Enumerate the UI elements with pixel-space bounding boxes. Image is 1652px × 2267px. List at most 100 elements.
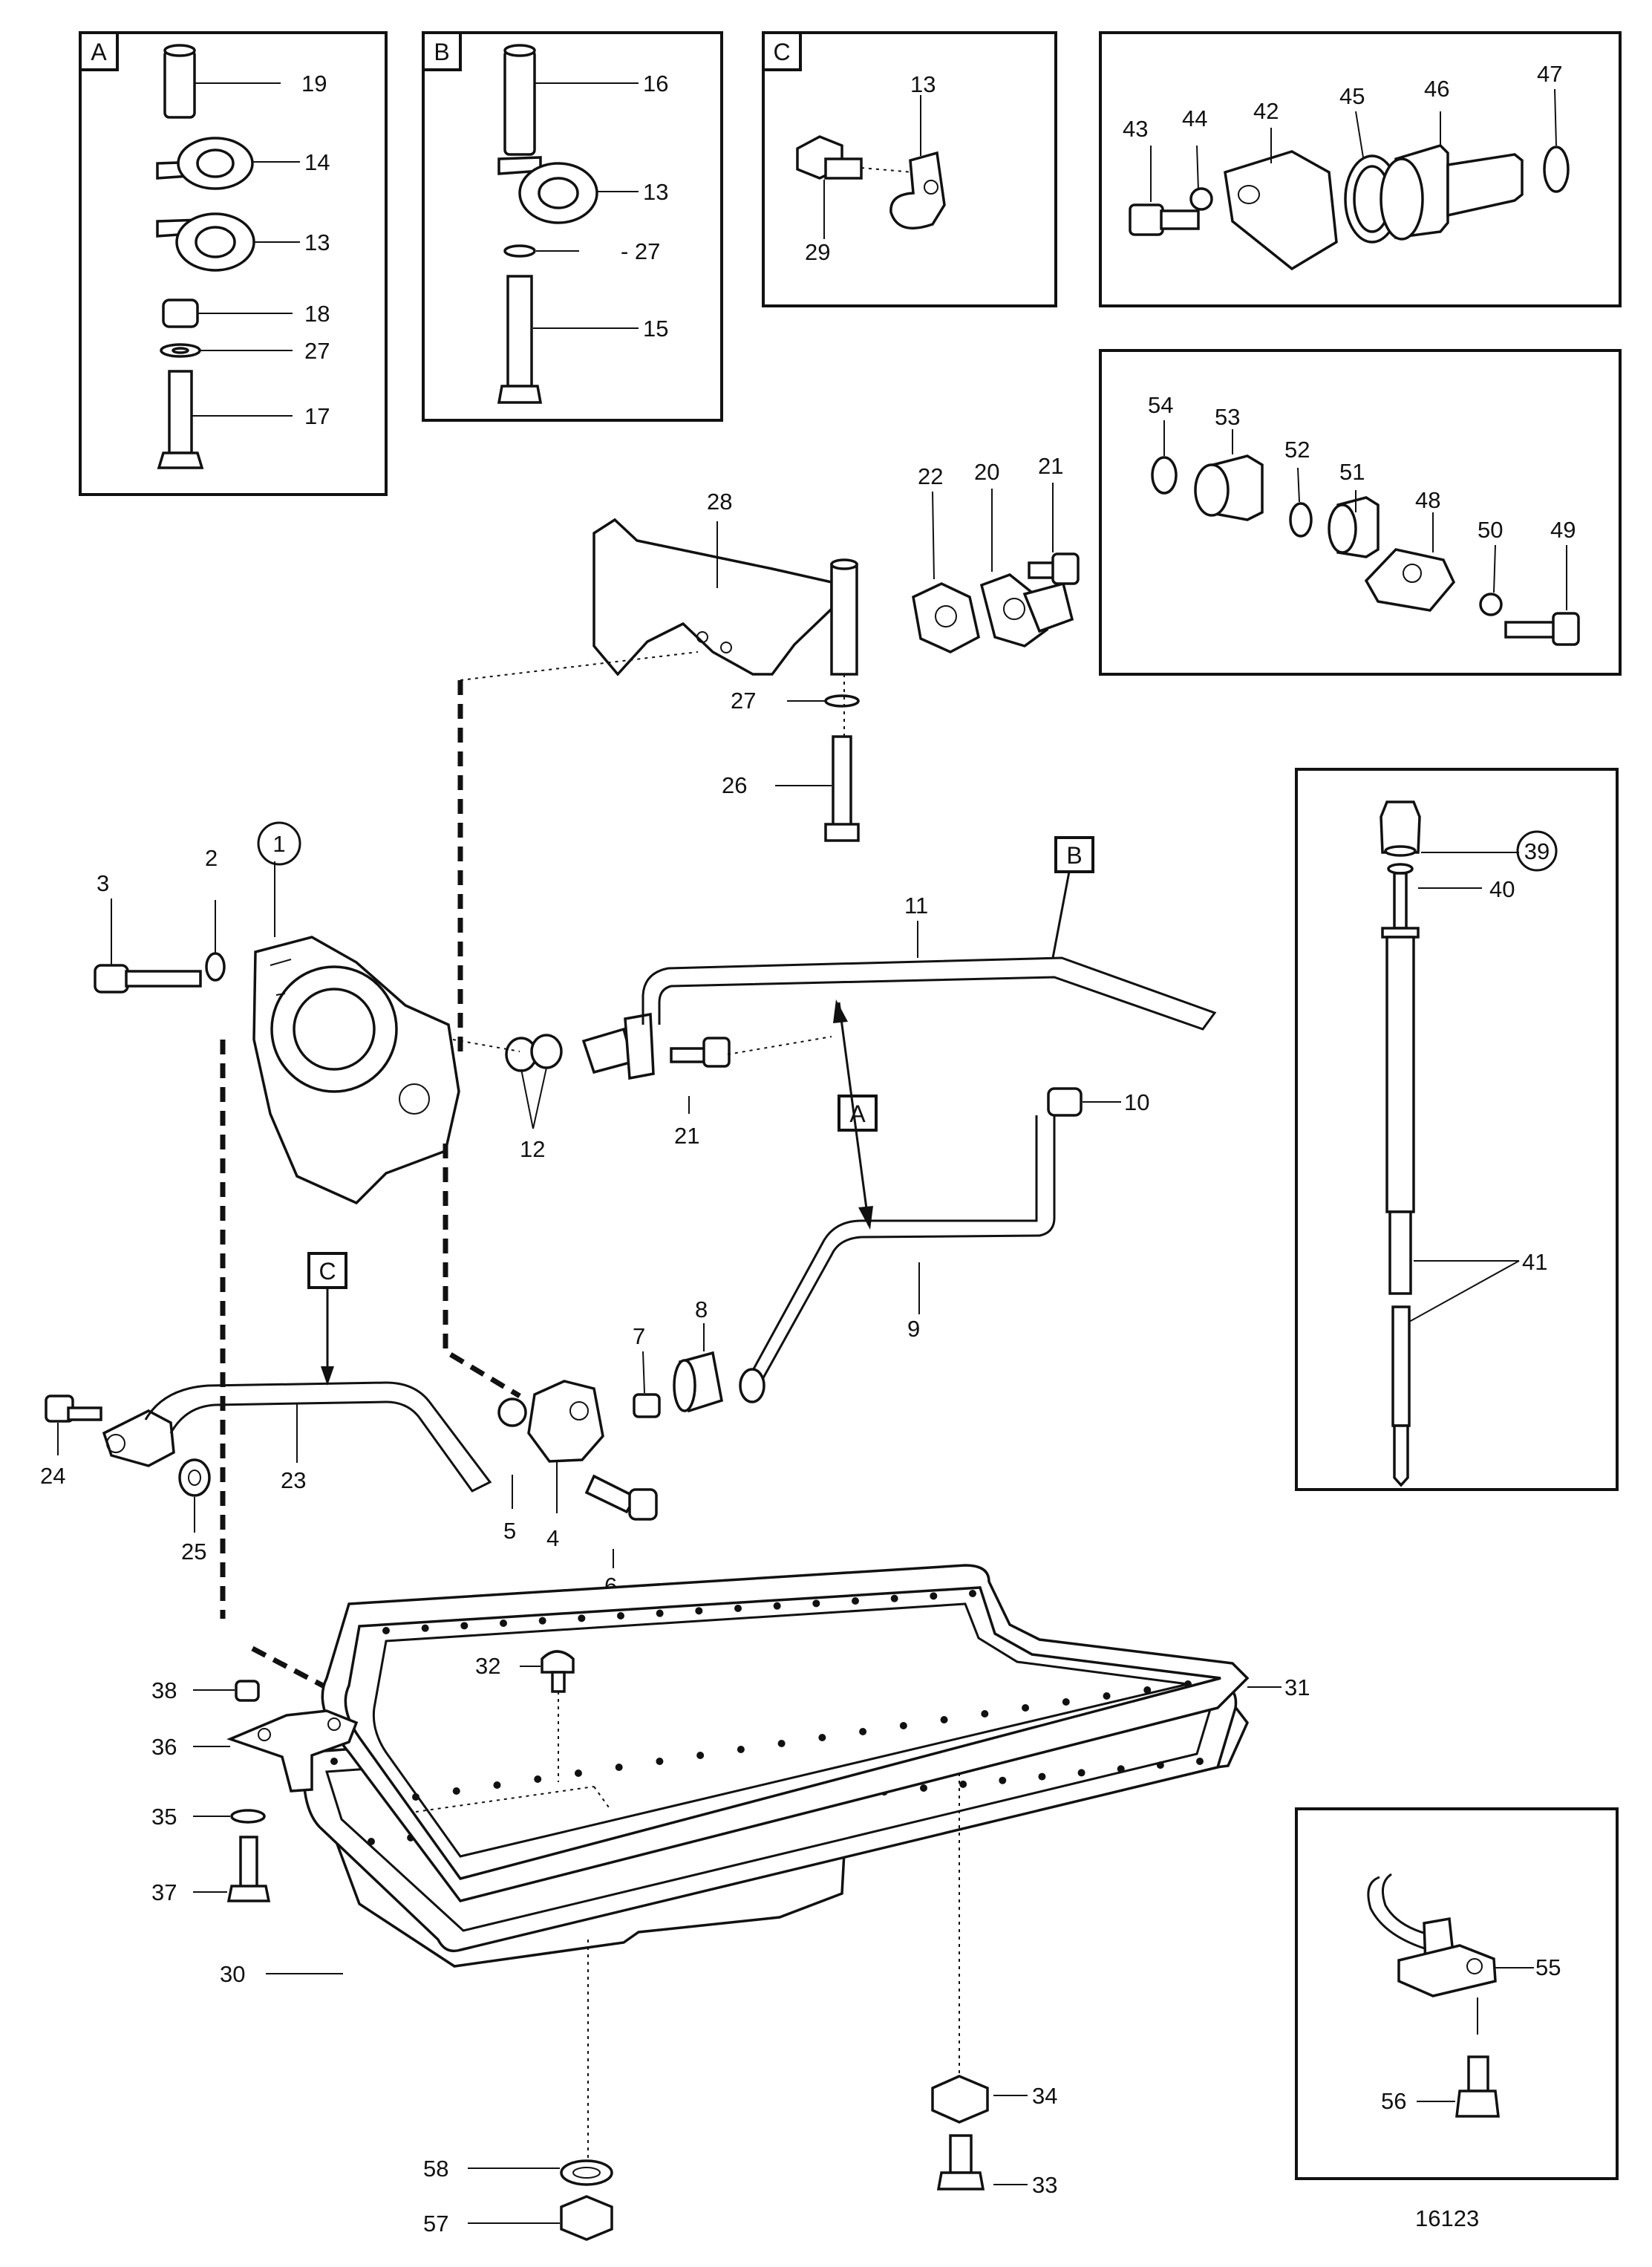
label-12: 12 xyxy=(520,1136,545,1162)
bolt-hole xyxy=(615,1764,623,1771)
label-32: 32 xyxy=(475,1653,500,1679)
label-21-b: 21 xyxy=(674,1123,699,1149)
bolt-hole xyxy=(452,1787,460,1795)
bolt-hole xyxy=(930,1592,938,1600)
bolt-hole xyxy=(460,1622,468,1630)
bolt-hole xyxy=(999,1776,1007,1784)
bolt-hole xyxy=(330,1758,338,1765)
bolt-hole xyxy=(382,1627,390,1634)
bracket-assembly: 28 27 26 xyxy=(592,166,860,842)
label-3: 3 xyxy=(97,870,109,896)
dipstick-parts xyxy=(1380,800,1520,1487)
inset-c-parts xyxy=(796,95,946,239)
bolt-hole xyxy=(734,1605,742,1612)
label-45: 45 xyxy=(1339,83,1365,109)
oil-pump: 1 3 2 xyxy=(94,821,460,1205)
drawing-number: 16123 xyxy=(1415,2205,1479,2231)
bolt-hole xyxy=(421,1624,429,1632)
inset-c-tag: C xyxy=(773,39,790,65)
inset-a-tag: A xyxy=(91,39,107,65)
label-31: 31 xyxy=(1284,1674,1310,1700)
label-51: 51 xyxy=(1339,459,1365,485)
label-54: 54 xyxy=(1148,392,1173,418)
label-38: 38 xyxy=(151,1677,177,1703)
label-27-c: 27 xyxy=(731,688,756,714)
label-8: 8 xyxy=(695,1296,708,1322)
bolt-hole xyxy=(538,1617,546,1625)
bolt-hole xyxy=(412,1793,419,1801)
bolt-hole xyxy=(493,1781,501,1789)
inset-suction-pipe: 55 56 xyxy=(1295,1807,1619,2180)
bolt-hole xyxy=(656,1609,664,1617)
bolt-hole xyxy=(920,1784,927,1792)
arrow-tag-b: B xyxy=(1066,842,1082,869)
pressure-pipe-assembly: 12 21 11 B A xyxy=(505,836,1217,1230)
bolt-hole xyxy=(617,1612,624,1619)
label-14: 14 xyxy=(304,149,330,175)
suction-pipe-assembly: 10 9 8 7 5 4 6 xyxy=(497,1087,1149,1599)
inset-valve-parts xyxy=(1129,88,1570,271)
label-26: 26 xyxy=(722,772,747,798)
label-7: 7 xyxy=(633,1323,645,1349)
label-42: 42 xyxy=(1253,98,1279,124)
label-37: 37 xyxy=(151,1879,177,1905)
label-5: 5 xyxy=(503,1518,516,1544)
label-11: 11 xyxy=(904,893,928,919)
bolt-hole xyxy=(818,1734,826,1741)
inset-relief-valve: 54 53 52 51 48 50 49 xyxy=(1099,349,1622,676)
label-2: 2 xyxy=(205,845,218,871)
label-47: 47 xyxy=(1537,61,1562,87)
bolt-hole xyxy=(1062,1698,1070,1706)
label-17: 17 xyxy=(304,403,330,429)
label-53: 53 xyxy=(1215,404,1240,430)
bolt-hole xyxy=(981,1710,989,1718)
label-10: 10 xyxy=(1124,1089,1149,1115)
label-40: 40 xyxy=(1489,876,1515,902)
inset-b-parts xyxy=(497,44,639,404)
label-4: 4 xyxy=(546,1525,559,1551)
label-24: 24 xyxy=(40,1463,65,1489)
bolt-hole xyxy=(656,1758,664,1765)
label-20: 20 xyxy=(974,459,999,485)
label-18: 18 xyxy=(304,301,330,327)
inset-c: C 13 29 xyxy=(762,31,1057,307)
label-27-a: 27 xyxy=(304,338,330,364)
bolt-hole xyxy=(737,1746,745,1753)
label-22: 22 xyxy=(918,463,943,489)
bolt-hole xyxy=(574,1769,582,1777)
bolt-hole xyxy=(859,1728,867,1735)
label-27-b: - 27 xyxy=(621,238,660,264)
bolt-hole xyxy=(777,1740,786,1747)
label-35: 35 xyxy=(151,1804,177,1830)
bolt-hole xyxy=(695,1607,703,1615)
bolt-hole xyxy=(368,1838,375,1845)
label-52: 52 xyxy=(1284,437,1310,463)
bolt-hole xyxy=(578,1614,586,1622)
bolt-hole xyxy=(852,1597,859,1605)
bolt-hole xyxy=(890,1594,898,1602)
flange-assembly: 22 20 21 xyxy=(912,453,1080,653)
pan-bracket-assembly: 38 36 35 37 xyxy=(151,1677,359,1905)
label-34: 34 xyxy=(1032,2083,1057,2109)
label-30: 30 xyxy=(220,1961,245,1987)
bolt-hole xyxy=(773,1602,781,1610)
label-9: 9 xyxy=(907,1316,920,1342)
inset-valve-assembly: 43 44 42 45 46 47 xyxy=(1099,31,1622,307)
label-56: 56 xyxy=(1381,2088,1406,2114)
bolt-hole xyxy=(1143,1686,1152,1694)
bolt-hole xyxy=(899,1722,907,1729)
bolt-hole xyxy=(812,1599,820,1608)
label-43: 43 xyxy=(1123,116,1148,142)
label-46: 46 xyxy=(1424,76,1449,102)
inset-relief-parts xyxy=(1151,420,1580,646)
label-33: 33 xyxy=(1032,2172,1057,2198)
gasket-bolt-holes xyxy=(382,1590,1192,1801)
arrow-tag-c: C xyxy=(319,1258,336,1285)
label-41: 41 xyxy=(1522,1249,1547,1275)
inset-a: A 19 14 13 18 27 17 xyxy=(79,31,388,496)
bolt-hole xyxy=(1077,1769,1085,1777)
label-29: 29 xyxy=(805,239,830,265)
label-16: 16 xyxy=(643,71,668,97)
label-28: 28 xyxy=(707,489,732,515)
oil-pan-assembly: 31 30 32 xyxy=(220,1564,1310,1987)
